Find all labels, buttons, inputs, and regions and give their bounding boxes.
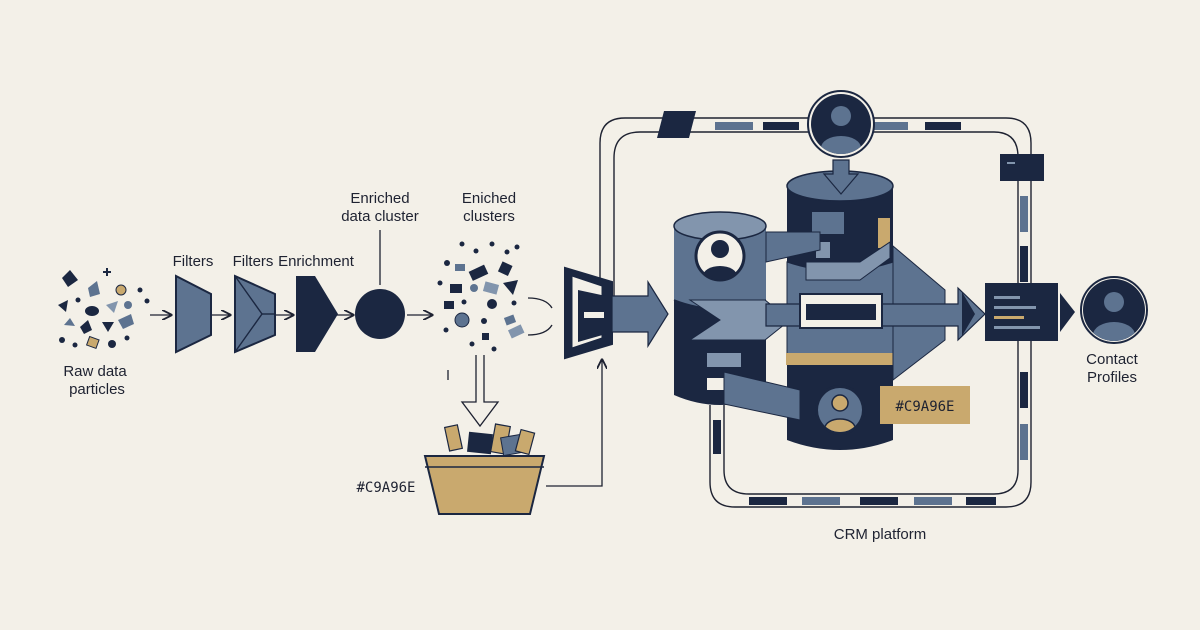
enrichment-icon xyxy=(296,276,338,352)
raw-data-label-2: particles xyxy=(69,381,125,398)
enriched-cluster-node xyxy=(355,289,405,339)
profile-card-output xyxy=(985,283,1058,341)
bin-hex-label: #C9A96E xyxy=(356,480,415,496)
contact-avatar-icon xyxy=(1080,276,1148,344)
contact-profiles-label-2: Profiles xyxy=(1087,369,1137,386)
loop-segments xyxy=(657,111,1044,505)
collection-bin xyxy=(423,423,546,515)
flow-arrows-left xyxy=(150,230,432,315)
db-hex-label: #C9A96E xyxy=(895,399,954,415)
filter-1-label: Filters xyxy=(173,253,214,270)
enriched-clusters-scatter xyxy=(437,241,525,352)
enriched-cluster-label-2: data cluster xyxy=(341,208,419,225)
crm-platform-label: CRM platform xyxy=(834,526,927,543)
output-arrow-icon xyxy=(1060,293,1075,332)
input-arrow-icon xyxy=(611,279,669,349)
db-hex-badge xyxy=(880,386,970,424)
contact-profiles-label-1: Contact xyxy=(1086,351,1139,368)
enriched-clusters-label-1: Eniched xyxy=(462,190,516,207)
gold-user-avatar-icon xyxy=(815,385,865,435)
filter-2-icon xyxy=(234,274,276,354)
funnel-input-icon xyxy=(564,266,613,360)
machine-flow-band xyxy=(765,286,986,342)
top-user-avatar-icon xyxy=(807,90,875,158)
filter-2-label: Filters xyxy=(233,253,274,270)
down-arrow-to-bin xyxy=(447,355,500,428)
enriched-clusters-label-2: clusters xyxy=(463,208,515,225)
user-avatar-icon xyxy=(694,230,746,282)
filter-1-icon xyxy=(175,274,212,354)
enriched-cluster-label-1: Enriched xyxy=(350,190,409,207)
raw-particles xyxy=(58,268,150,350)
enrichment-label: Enrichment xyxy=(278,253,355,270)
top-down-arrow-icon xyxy=(822,159,860,195)
raw-data-label-1: Raw data xyxy=(63,363,127,380)
bin-return-connector xyxy=(546,360,602,487)
scatter-to-funnel-connector xyxy=(527,297,553,309)
